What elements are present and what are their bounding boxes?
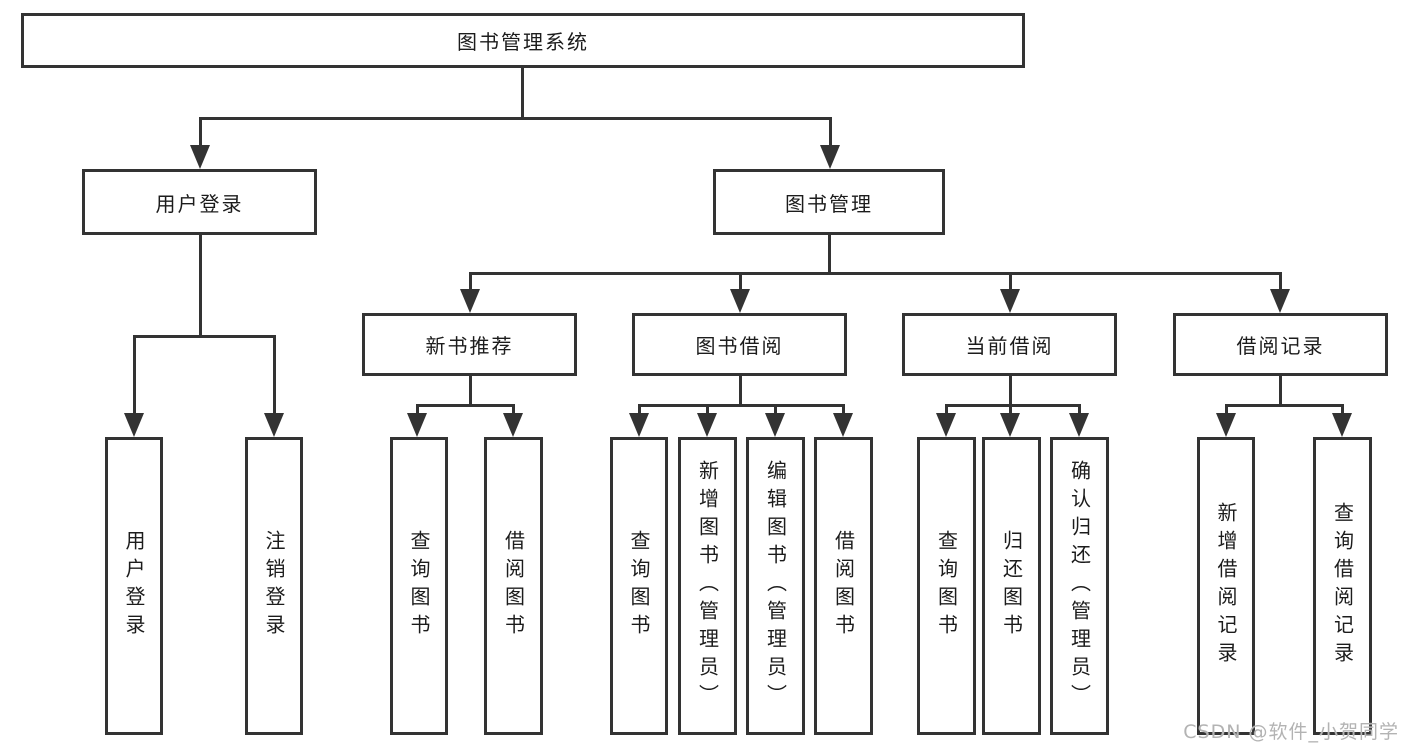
- leaf-borrow-edit-book-admin: 编辑图书（管理员）: [746, 437, 805, 735]
- node-borrow-records: 借阅记录: [1173, 313, 1388, 376]
- arrowhead-down-icon: [1216, 413, 1236, 437]
- node-root: 图书管理系统: [21, 13, 1025, 68]
- connector-stem: [199, 117, 202, 147]
- connector-stem: [945, 404, 948, 416]
- arrowhead-down-icon: [190, 145, 210, 169]
- csdn-watermark: CSDN @软件_小贺同学: [1183, 721, 1399, 743]
- node-book-management: 图书管理: [713, 169, 945, 235]
- connector-stem: [1009, 272, 1012, 292]
- arrowhead-down-icon: [697, 413, 717, 437]
- connector-stem: [706, 404, 709, 416]
- connector-stem: [638, 404, 641, 416]
- node-book-borrow: 图书借阅: [632, 313, 847, 376]
- leaf-user-login: 用户登录: [105, 437, 163, 735]
- connector-bookmgmt-vline: [828, 235, 831, 274]
- arrowhead-down-icon: [820, 145, 840, 169]
- connector-stem: [829, 117, 832, 147]
- leaf-borrow-query-book: 查询图书: [610, 437, 668, 735]
- connector-level2-hbar: [199, 117, 832, 120]
- connector-stem: [1078, 404, 1081, 416]
- leaf-current-confirm-return-admin: 确认归还（管理员）: [1050, 437, 1109, 735]
- leaf-borrow-borrow-book: 借阅图书: [814, 437, 873, 735]
- arrowhead-down-icon: [503, 413, 523, 437]
- connector-level3-hbar: [469, 272, 1282, 275]
- connector-newbook-hbar: [416, 404, 515, 407]
- connector-stem: [842, 404, 845, 416]
- connector-currentborrow-hbar: [945, 404, 1081, 407]
- connector-bookborrow-vline: [739, 376, 742, 406]
- connector-newbook-vline: [469, 376, 472, 406]
- connector-stem: [469, 272, 472, 292]
- connector-userlogin-vline: [199, 235, 202, 337]
- connector-stem: [774, 404, 777, 416]
- node-new-book-recommend: 新书推荐: [362, 313, 577, 376]
- arrowhead-down-icon: [1332, 413, 1352, 437]
- connector-borrowrecords-hbar: [1225, 404, 1344, 407]
- arrowhead-down-icon: [1069, 413, 1089, 437]
- node-user-login: 用户登录: [82, 169, 317, 235]
- connector-stem: [739, 272, 742, 292]
- arrowhead-down-icon: [264, 413, 284, 437]
- arrowhead-down-icon: [730, 289, 750, 313]
- leaf-newbook-query-book: 查询图书: [390, 437, 448, 735]
- connector-stem: [512, 404, 515, 416]
- leaf-current-return-book: 归还图书: [982, 437, 1041, 735]
- connector-stem: [1009, 404, 1012, 416]
- connector-currentborrow-vline: [1009, 376, 1012, 406]
- leaf-records-query-record: 查询借阅记录: [1313, 437, 1372, 735]
- arrowhead-down-icon: [1270, 289, 1290, 313]
- connector-stem: [133, 335, 136, 415]
- connector-userlogin-hbar: [133, 335, 276, 338]
- arrowhead-down-icon: [833, 413, 853, 437]
- node-current-borrow: 当前借阅: [902, 313, 1117, 376]
- connector-stem: [273, 335, 276, 415]
- arrowhead-down-icon: [629, 413, 649, 437]
- connector-borrowrecords-vline: [1279, 376, 1282, 406]
- leaf-borrow-add-book-admin: 新增图书（管理员）: [678, 437, 737, 735]
- connector-root-vline: [521, 68, 524, 118]
- arrowhead-down-icon: [124, 413, 144, 437]
- arrowhead-down-icon: [765, 413, 785, 437]
- arrowhead-down-icon: [407, 413, 427, 437]
- connector-bookborrow-hbar: [638, 404, 845, 407]
- leaf-logout: 注销登录: [245, 437, 303, 735]
- arrowhead-down-icon: [1000, 413, 1020, 437]
- leaf-records-add-record: 新增借阅记录: [1197, 437, 1255, 735]
- connector-stem: [1279, 272, 1282, 292]
- connector-stem: [1225, 404, 1228, 416]
- arrowhead-down-icon: [1000, 289, 1020, 313]
- arrowhead-down-icon: [936, 413, 956, 437]
- arrowhead-down-icon: [460, 289, 480, 313]
- leaf-newbook-borrow-book: 借阅图书: [484, 437, 543, 735]
- connector-stem: [1341, 404, 1344, 416]
- connector-stem: [416, 404, 419, 416]
- leaf-current-query-book: 查询图书: [917, 437, 976, 735]
